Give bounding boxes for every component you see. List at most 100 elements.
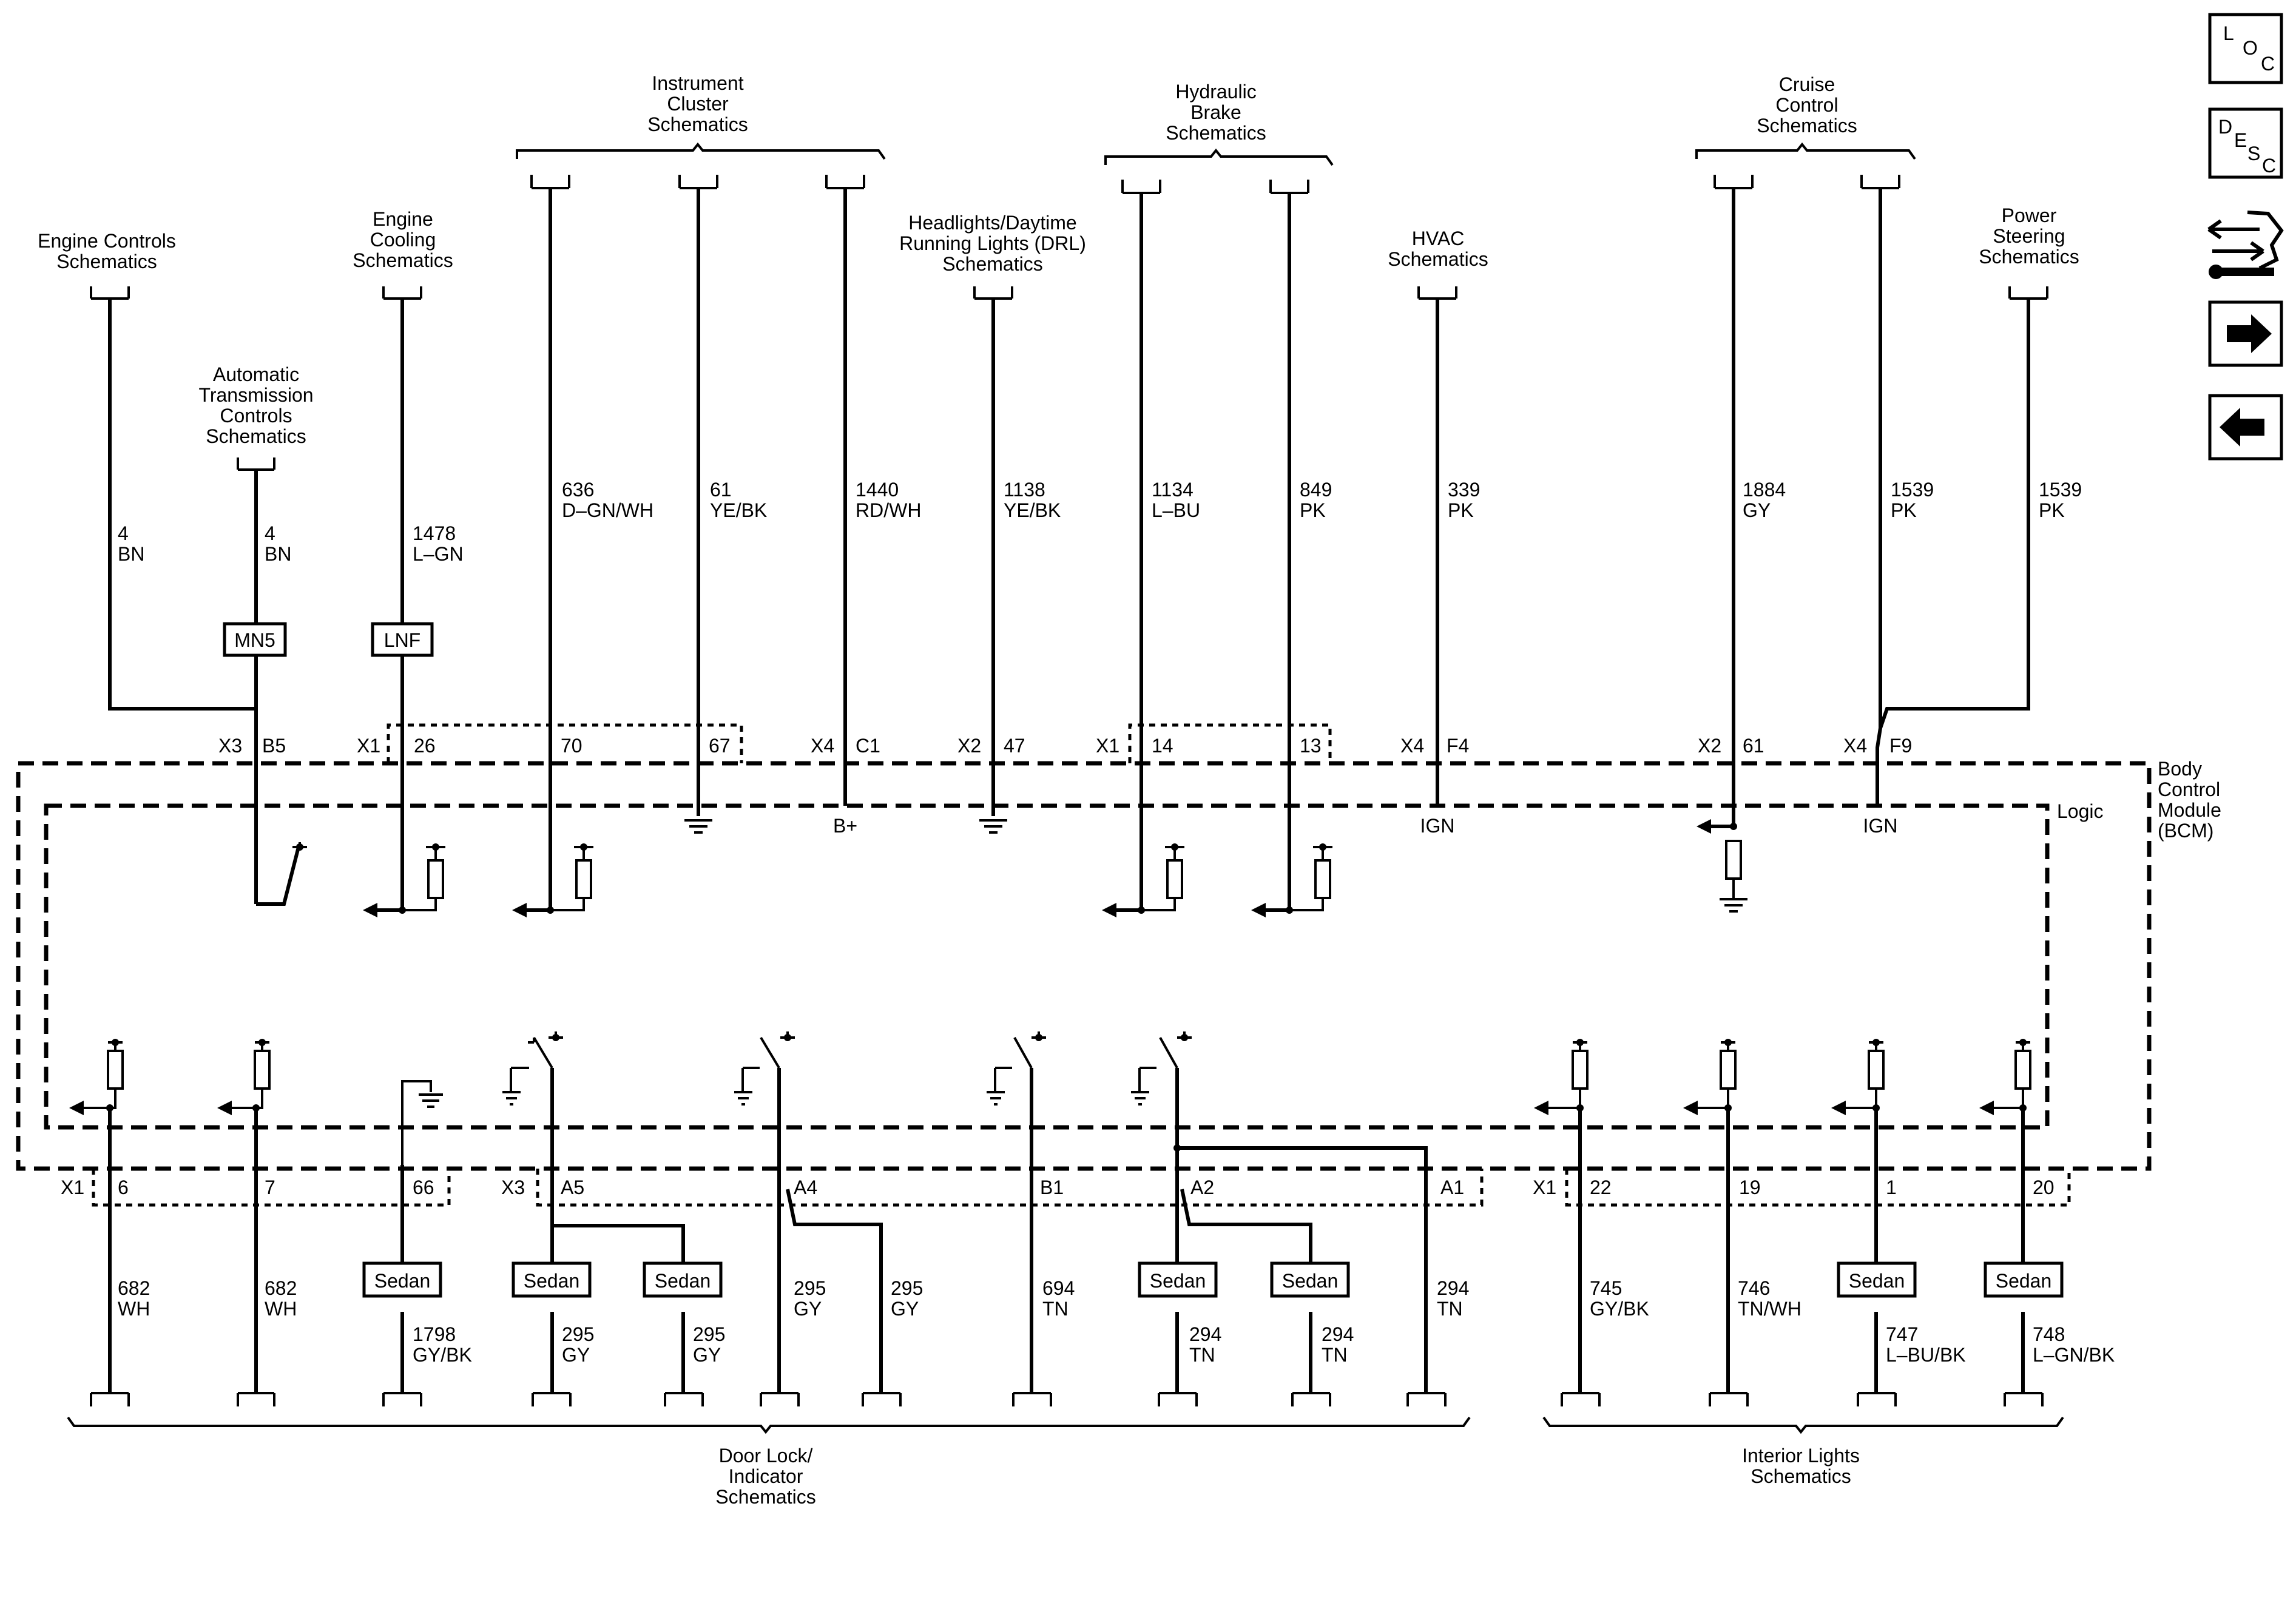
svg-text:LNF: LNF	[384, 629, 420, 651]
svg-text:TN/WH: TN/WH	[1738, 1298, 1801, 1320]
door-lock-link[interactable]: Door Lock/ Indicator Schematics	[715, 1445, 815, 1508]
svg-text:TN: TN	[1322, 1344, 1348, 1366]
svg-text:636: 636	[562, 479, 594, 501]
option-mn5-box	[223, 622, 287, 657]
power-steering-link[interactable]: Power Steering Schematics	[1979, 204, 2079, 268]
svg-text:F9: F9	[1889, 735, 1912, 757]
svg-text:Schematics: Schematics	[942, 253, 1042, 275]
svg-text:19: 19	[1739, 1176, 1761, 1198]
svg-text:747: 747	[1886, 1323, 1918, 1345]
svg-text:70: 70	[561, 735, 582, 757]
svg-text:26: 26	[414, 735, 436, 757]
svg-text:X1: X1	[1533, 1176, 1556, 1198]
svg-text:TN: TN	[1042, 1298, 1069, 1320]
top-wires	[108, 188, 2030, 912]
svg-text:Transmission: Transmission	[198, 384, 313, 406]
svg-text:A1: A1	[1440, 1176, 1464, 1198]
svg-text:1884: 1884	[1743, 479, 1786, 501]
logic-label: Logic	[2057, 800, 2104, 822]
top-connector-labels: X3 B5 X1 26 70 67 X4 C1 X2 47 X1 14 13 X…	[218, 735, 1912, 757]
svg-text:C: C	[2261, 53, 2275, 75]
desc-button[interactable]: D E S C	[2208, 107, 2283, 179]
auto-trans-link[interactable]: Automatic Transmission Controls Schemati…	[198, 363, 313, 447]
svg-text:746: 746	[1738, 1277, 1770, 1299]
svg-text:Schematics: Schematics	[353, 249, 453, 271]
svg-text:22: 22	[1590, 1176, 1612, 1198]
svg-text:Control: Control	[2158, 778, 2220, 800]
svg-text:Schematics: Schematics	[206, 425, 306, 447]
svg-text:Module: Module	[2158, 799, 2221, 821]
svg-text:X4: X4	[811, 735, 834, 757]
connector-x3-bottom-outline	[536, 1169, 1484, 1207]
svg-text:682: 682	[118, 1277, 150, 1299]
svg-text:Steering: Steering	[1993, 225, 2065, 247]
svg-text:X3: X3	[501, 1176, 525, 1198]
svg-text:Engine: Engine	[373, 208, 433, 230]
svg-text:Sedan: Sedan	[1282, 1270, 1339, 1292]
svg-text:X1: X1	[1096, 735, 1119, 757]
interior-lights-link[interactable]: Interior Lights Schematics	[1742, 1445, 1860, 1487]
svg-text:Power: Power	[2002, 204, 2057, 226]
svg-text:14: 14	[1152, 735, 1173, 757]
svg-text:13: 13	[1300, 735, 1322, 757]
engine-controls-link[interactable]: Engine Controls Schematics	[38, 230, 176, 272]
svg-text:61: 61	[1743, 735, 1764, 757]
svg-text:745: 745	[1590, 1277, 1622, 1299]
svg-text:1539: 1539	[2039, 479, 2082, 501]
svg-text:61: 61	[710, 479, 732, 501]
svg-text:L–GN/BK: L–GN/BK	[2033, 1344, 2115, 1366]
svg-text:1138: 1138	[1004, 479, 1045, 501]
input-arrows	[363, 819, 1734, 917]
svg-text:Headlights/Daytime: Headlights/Daytime	[908, 212, 1076, 234]
svg-text:B1: B1	[1040, 1176, 1064, 1198]
headlights-link[interactable]: Headlights/Daytime Running Lights (DRL) …	[899, 212, 1086, 275]
svg-text:TN: TN	[1437, 1298, 1463, 1320]
svg-text:4: 4	[118, 522, 129, 544]
svg-text:682: 682	[265, 1277, 297, 1299]
cruise-control-bracket	[1695, 142, 1916, 160]
ign-label-f9: IGN	[1863, 815, 1898, 837]
svg-text:1539: 1539	[1891, 479, 1934, 501]
cruise-control-link[interactable]: Cruise Control Schematics	[1757, 73, 1857, 137]
svg-text:Schematics: Schematics	[1751, 1465, 1851, 1487]
hvac-link[interactable]: HVAC Schematics	[1388, 228, 1488, 270]
svg-text:20: 20	[2033, 1176, 2055, 1198]
svg-text:TN: TN	[1189, 1344, 1215, 1366]
previous-page-button[interactable]	[2208, 394, 2283, 461]
svg-text:L: L	[2223, 22, 2234, 44]
door-lock-bracket	[67, 1416, 1471, 1434]
next-page-button[interactable]	[2208, 300, 2283, 367]
loc-button[interactable]: L O C	[2208, 13, 2283, 84]
svg-text:66: 66	[413, 1176, 434, 1198]
svg-text:294: 294	[1437, 1277, 1469, 1299]
svg-text:X1: X1	[61, 1176, 84, 1198]
svg-text:YE/BK: YE/BK	[710, 499, 767, 521]
svg-text:Schematics: Schematics	[715, 1486, 815, 1508]
svg-text:Sedan: Sedan	[1849, 1270, 1905, 1292]
svg-text:Body: Body	[2158, 758, 2202, 780]
svg-text:GY: GY	[562, 1344, 590, 1366]
engine-cooling-link[interactable]: Engine Cooling Schematics	[353, 208, 453, 271]
svg-text:PK: PK	[1448, 499, 1474, 521]
svg-text:X3: X3	[218, 735, 242, 757]
instrument-cluster-link[interactable]: Instrument Cluster Schematics	[647, 72, 748, 135]
svg-text:Automatic: Automatic	[213, 363, 299, 385]
svg-text:C1: C1	[856, 735, 880, 757]
svg-text:Hydraulic: Hydraulic	[1175, 81, 1256, 103]
bcm-label: Body Control Module (BCM)	[2158, 758, 2221, 842]
svg-text:B5: B5	[262, 735, 286, 757]
hydraulic-brake-link[interactable]: Hydraulic Brake Schematics	[1166, 81, 1266, 144]
connector-tools-icon[interactable]	[2207, 211, 2284, 279]
bottom-wires	[108, 1068, 2025, 1393]
svg-text:S: S	[2247, 143, 2260, 164]
interior-lights-bracket	[1542, 1416, 2064, 1434]
svg-text:1440: 1440	[856, 479, 899, 501]
top-terminal-cups	[90, 175, 2048, 471]
svg-text:BN: BN	[118, 543, 144, 565]
svg-text:849: 849	[1300, 479, 1332, 501]
svg-text:1798: 1798	[413, 1323, 456, 1345]
svg-text:Cruise: Cruise	[1779, 73, 1835, 95]
sedan-option-boxes: Sedan Sedan Sedan Sedan Sedan Sedan Seda…	[362, 1261, 2064, 1298]
svg-text:(BCM): (BCM)	[2158, 820, 2213, 842]
